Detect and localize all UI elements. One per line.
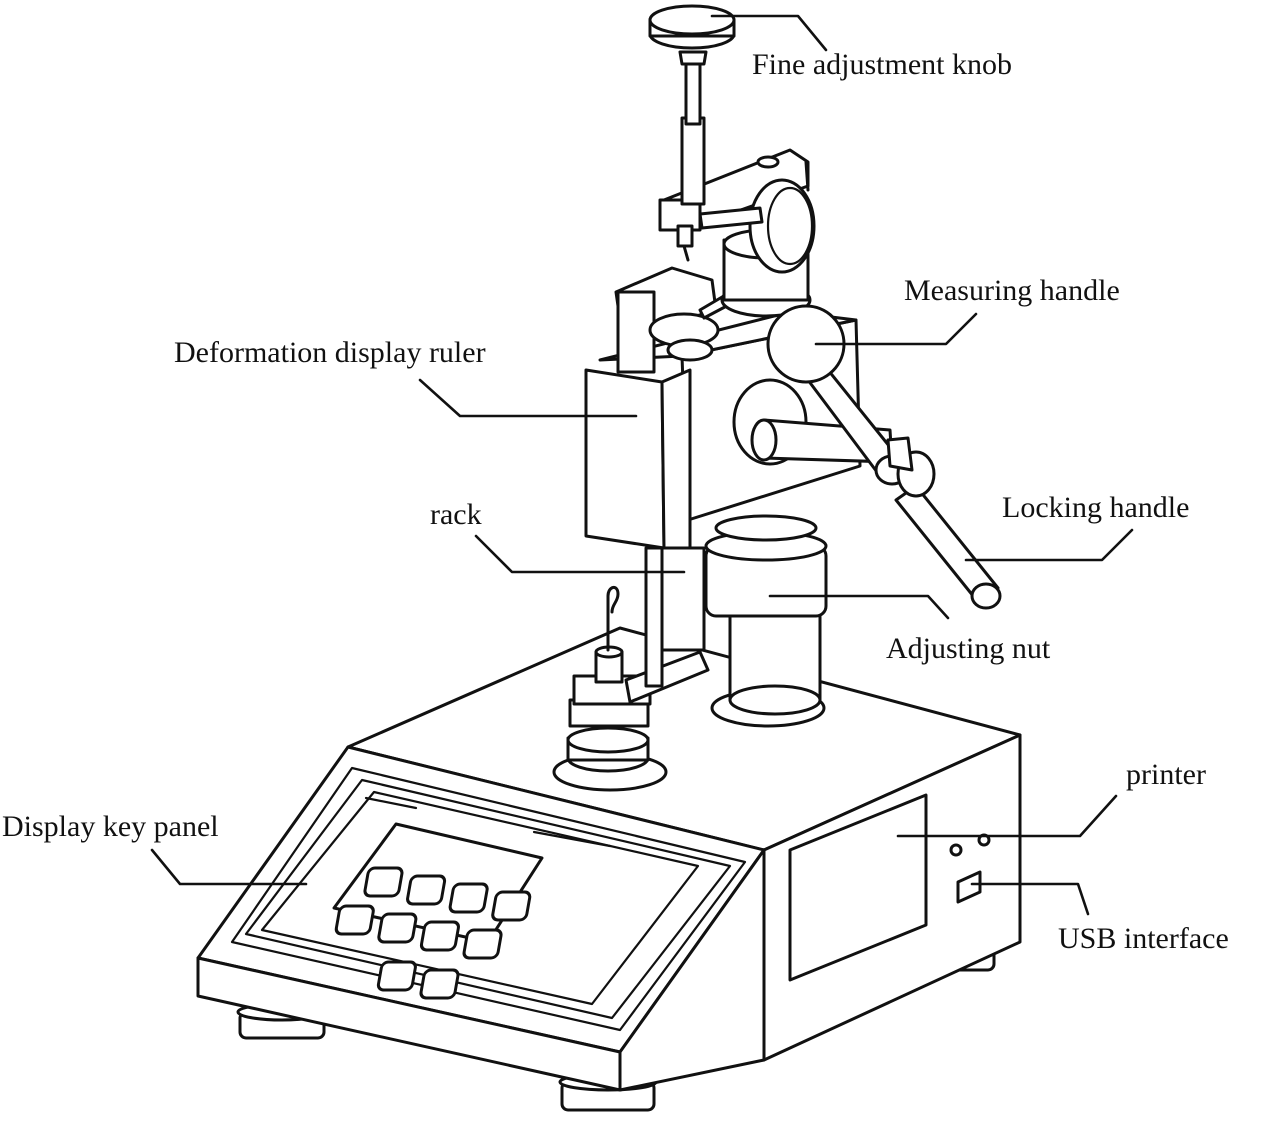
fine-adjustment-assembly — [648, 4, 736, 206]
label-measuring-handle: Measuring handle — [904, 274, 1120, 307]
head-block — [584, 310, 894, 550]
label-deformation-display-ruler: Deformation display ruler — [174, 336, 486, 369]
label-usb-interface: USB interface — [1058, 922, 1229, 955]
label-fine-adjustment-knob: Fine adjustment knob — [752, 48, 1012, 81]
label-rack: rack — [430, 498, 482, 531]
rack-bar — [624, 546, 710, 704]
label-printer: printer — [1126, 758, 1206, 791]
leader-fine-adjustment-knob — [710, 14, 828, 52]
leader-printer — [896, 794, 1118, 838]
leader-usb-interface — [970, 882, 1090, 916]
leader-display-key-panel — [150, 848, 308, 886]
printer-panel — [788, 793, 928, 982]
usb-port — [956, 870, 982, 904]
label-locking-handle: Locking handle — [1002, 491, 1190, 524]
leader-locking-handle — [964, 528, 1134, 562]
main-column — [704, 514, 828, 728]
keypad — [334, 866, 532, 1000]
label-adjusting-nut: Adjusting nut — [886, 632, 1051, 665]
base-box — [196, 626, 1022, 1092]
leader-adjusting-nut — [768, 594, 950, 620]
panel-mid-frame — [244, 778, 732, 1020]
socket-left — [949, 843, 963, 857]
leader-rack — [474, 534, 686, 574]
upper-frame — [658, 148, 816, 318]
base-corner-face — [618, 848, 766, 1092]
leader-deformation-display-ruler — [418, 378, 638, 418]
specimen-holder — [552, 586, 668, 792]
label-display-key-panel: Display key panel — [2, 810, 219, 843]
leader-lines — [150, 14, 1134, 916]
leader-measuring-handle — [814, 312, 978, 346]
locking-handle — [886, 436, 1002, 610]
dial-gauge — [748, 178, 816, 274]
ruler-housing — [584, 368, 666, 550]
